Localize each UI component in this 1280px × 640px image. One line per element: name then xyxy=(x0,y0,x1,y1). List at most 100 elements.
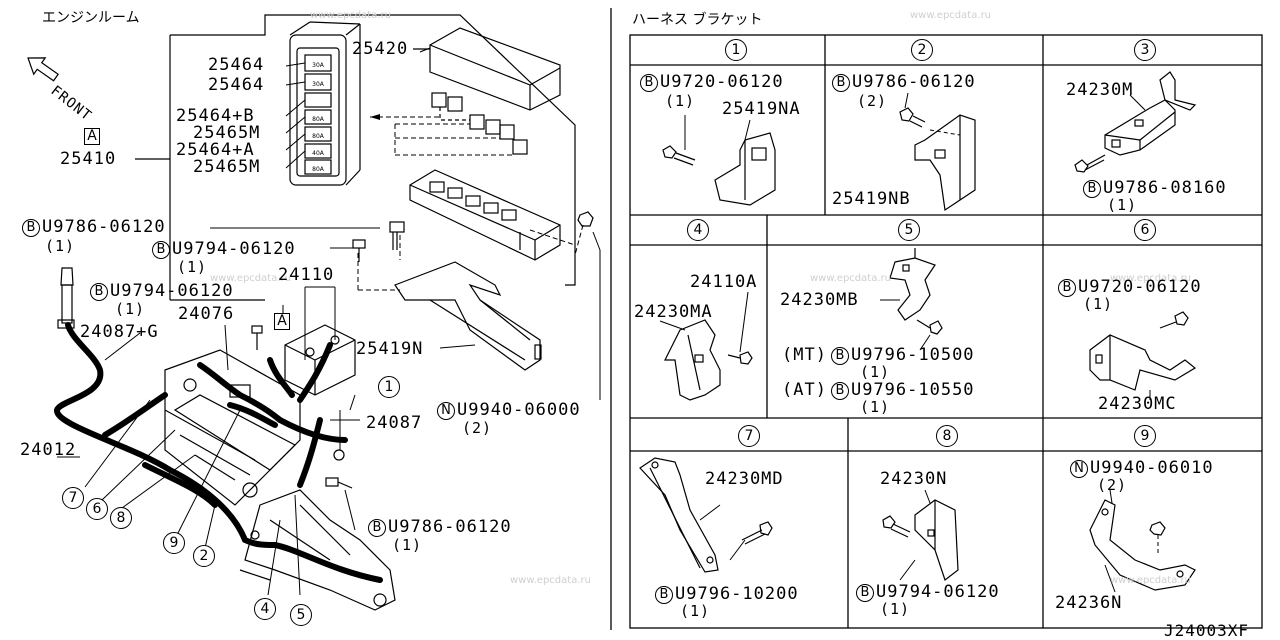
cell8-bracket xyxy=(914,499,959,581)
cell7-part: 24230MD xyxy=(705,469,784,489)
part-25464-b: 25464+B xyxy=(176,106,255,126)
qty: (1) xyxy=(665,92,696,110)
prefix-n: N xyxy=(437,402,455,420)
prefix-b: B xyxy=(832,74,850,92)
fuse-rating: 80A xyxy=(312,133,324,140)
part-25410: 25410 xyxy=(60,149,117,169)
bolt-code: U9786-06120 xyxy=(388,517,512,537)
qty: (1) xyxy=(1107,196,1138,214)
prefix-b: B xyxy=(856,584,874,602)
leader-25419n xyxy=(439,344,476,349)
bracket-25419n xyxy=(394,261,542,371)
fuse-rating: 30A xyxy=(312,62,324,69)
variant-mt: (MT) xyxy=(782,345,827,365)
cell4-bolt xyxy=(727,351,753,365)
qty: (1) xyxy=(45,237,76,255)
part-24087: 24087 xyxy=(366,413,423,433)
cell4-part1: 24110A xyxy=(690,272,758,292)
qty: (1) xyxy=(1083,295,1114,313)
cell7-bracket xyxy=(639,457,719,573)
prefix-n: N xyxy=(1070,460,1088,478)
nut-code: U9940-06010 xyxy=(1090,458,1214,478)
cell5-bracket xyxy=(889,248,936,321)
cell-number-3: 3 xyxy=(1134,39,1156,61)
prefix-b: B xyxy=(830,347,849,365)
watermark: www.epcdata.ru xyxy=(910,10,991,21)
cell-number-5: 5 xyxy=(898,219,920,241)
cell-number-4: 4 xyxy=(687,219,709,241)
prefix-b: B xyxy=(830,382,849,400)
qty: (2) xyxy=(857,92,888,110)
relays xyxy=(431,92,528,155)
diagram-code: J24003XF xyxy=(1164,621,1250,640)
cell-number-2: 2 xyxy=(911,39,933,61)
part-25419n: 25419N xyxy=(356,339,424,359)
bolt-right-low xyxy=(325,477,353,489)
bolt-code: U9720-06120 xyxy=(1078,277,1202,297)
prefix-b: B xyxy=(152,241,170,259)
part-25464-a: 25464+A xyxy=(176,140,255,160)
section-title-engine-room: エンジンルーム xyxy=(42,10,140,26)
nut-right xyxy=(577,211,594,227)
fuse-group-frame xyxy=(170,14,576,286)
cell6-part: 24230MC xyxy=(1098,394,1177,414)
part-25464: 25464 xyxy=(208,55,265,75)
watermark: www.epcdata.ru xyxy=(510,575,591,586)
cell3-part: 24230M xyxy=(1066,80,1134,100)
watermark: www.epcdata.ru xyxy=(810,273,891,284)
bolt-code: U9794-06120 xyxy=(110,281,234,301)
cell1-bracket xyxy=(714,132,776,206)
part-24087-g: 24087+G xyxy=(80,322,159,342)
nut-code: U9940-06000 xyxy=(457,400,581,420)
cell-number-6: 6 xyxy=(1134,219,1156,241)
cell5-bolt xyxy=(916,319,943,335)
part-24110: 24110 xyxy=(278,265,335,285)
qty: (1) xyxy=(392,536,423,554)
qty: (1) xyxy=(680,602,711,620)
callout-9: 9 xyxy=(163,532,185,554)
cell8-part: 24230N xyxy=(880,469,948,489)
dashed-guides xyxy=(357,116,584,291)
prefix-b: B xyxy=(1058,279,1076,297)
callout-leaders xyxy=(57,324,360,596)
prefix-b: B xyxy=(1083,180,1101,198)
bolt-left-mid xyxy=(251,325,263,350)
cell2-bracket xyxy=(914,114,976,212)
cell9-part: 24236N xyxy=(1055,593,1123,613)
qty: (1) xyxy=(860,363,891,381)
engine-block xyxy=(164,349,301,506)
ref-box-a: A xyxy=(274,313,290,330)
part-25465m: 25465M xyxy=(193,157,261,177)
cell4-part2: 24230MA xyxy=(634,302,713,322)
cell9-bracket xyxy=(1089,499,1196,591)
cell1-bolt xyxy=(662,145,696,166)
fuse-rating: 40A xyxy=(312,150,324,157)
bolt-mid xyxy=(352,239,366,262)
cell5-part: 24230MB xyxy=(780,290,859,310)
qty: (1) xyxy=(880,600,911,618)
battery xyxy=(284,324,356,396)
callout-8: 8 xyxy=(110,507,132,529)
cell7-bolt xyxy=(741,521,773,545)
bolt-code: U9794-06120 xyxy=(172,239,296,259)
transmission xyxy=(239,489,396,611)
table-grid xyxy=(629,34,1263,629)
watermark: www.epcdata.ru xyxy=(210,273,291,284)
bolt-code: U9786-06120 xyxy=(42,217,166,237)
bolt-code: U9786-06120 xyxy=(852,72,976,92)
bolt-code: U9786-08160 xyxy=(1103,178,1227,198)
callout-4: 4 xyxy=(254,598,276,620)
qty: (1) xyxy=(860,398,891,416)
qty: (2) xyxy=(1097,476,1128,494)
